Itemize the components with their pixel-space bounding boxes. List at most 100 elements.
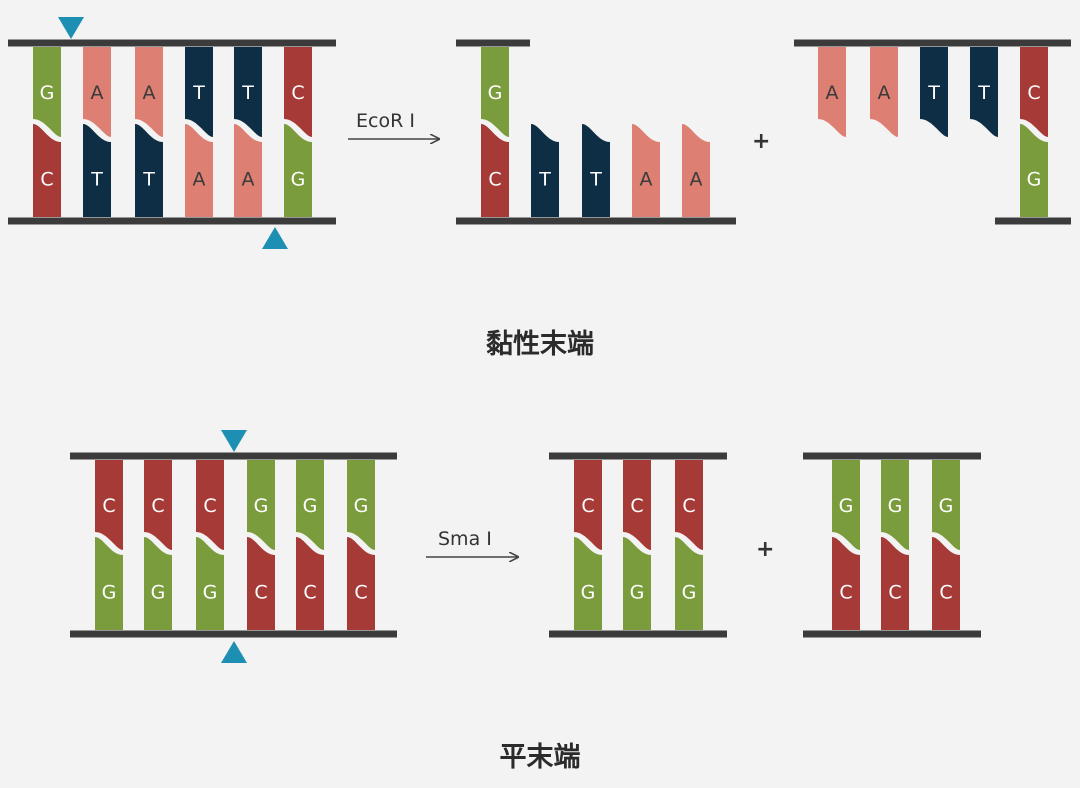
base-letter: C xyxy=(1027,82,1040,104)
base-letter: C xyxy=(354,582,367,604)
ecori-enzyme-label: EcoR Ⅰ xyxy=(356,110,415,132)
base-letter: G xyxy=(354,495,369,517)
base-letter: G xyxy=(151,582,166,604)
sticky-bottom-backbone xyxy=(8,217,336,225)
blunt-bottom-base: C xyxy=(347,537,375,630)
blunt-top-base: G xyxy=(247,460,275,550)
base-block xyxy=(284,47,312,137)
blunt-right-fragment-bottom-base: C xyxy=(932,537,960,630)
blunt-top-base: G xyxy=(296,460,324,550)
base-letter: C xyxy=(682,495,695,517)
base-block xyxy=(1020,124,1048,217)
sticky-bottom-base: A xyxy=(185,124,213,217)
base-letter: G xyxy=(203,582,218,604)
backbones-layer xyxy=(8,39,1071,638)
sticky-left-fragment-top-backbone xyxy=(456,39,530,47)
sticky-right-fragment-top-backbone xyxy=(794,39,1071,47)
base-letter: C xyxy=(630,495,643,517)
base-letter: G xyxy=(254,495,269,517)
base-letter: T xyxy=(589,169,602,191)
base-block xyxy=(881,537,909,630)
base-letter: C xyxy=(254,582,267,604)
sticky-bottom-base: A xyxy=(234,124,262,217)
base-letter: C xyxy=(151,495,164,517)
base-block xyxy=(675,537,703,630)
sticky-top-base: G xyxy=(33,47,61,137)
blunt-top-base: C xyxy=(144,460,172,550)
blunt-right-fragment-bottom-base: C xyxy=(881,537,909,630)
blunt-left-fragment-bottom-base: G xyxy=(574,537,602,630)
sticky-left-fragment-bottom-base: T xyxy=(582,124,610,217)
base-block xyxy=(144,537,172,630)
base-block xyxy=(920,47,948,137)
base-letter: G xyxy=(581,582,596,604)
sticky-top-base: A xyxy=(83,47,111,137)
sticky-right-fragment-top-base: T xyxy=(920,47,948,137)
sticky-bottom-base: C xyxy=(33,124,61,217)
base-letter: G xyxy=(939,495,954,517)
base-letter: T xyxy=(927,82,940,104)
base-block xyxy=(185,47,213,137)
blunt-left-fragment-bottom-base: G xyxy=(623,537,651,630)
base-block xyxy=(296,537,324,630)
base-letter: T xyxy=(192,82,205,104)
base-block xyxy=(83,47,111,137)
base-letter: C xyxy=(203,495,216,517)
blunt-plus-sign: + xyxy=(756,537,774,562)
sticky-bottom-base: G xyxy=(284,124,312,217)
blunt-bottom-base: G xyxy=(196,537,224,630)
blunt-top-backbone xyxy=(70,452,397,460)
sticky-right-fragment-top-base: T xyxy=(970,47,998,137)
blunt-bottom-base: C xyxy=(247,537,275,630)
base-letter: C xyxy=(102,495,115,517)
blunt-bottom-base: C xyxy=(296,537,324,630)
smai-bottom-cut-marker xyxy=(221,641,247,663)
base-block xyxy=(347,460,375,550)
base-letter: G xyxy=(40,82,55,104)
sticky-top-base: T xyxy=(234,47,262,137)
base-block xyxy=(234,124,262,217)
base-letter: A xyxy=(826,82,839,104)
sticky-left-fragment-bottom-backbone xyxy=(456,217,736,225)
base-letter: G xyxy=(839,495,854,517)
base-block xyxy=(881,460,909,550)
blunt-end-caption: 平末端 xyxy=(499,742,581,773)
base-block xyxy=(574,537,602,630)
base-letter: G xyxy=(488,82,503,104)
base-letter: A xyxy=(640,169,653,191)
base-block xyxy=(832,460,860,550)
blunt-left-fragment-top-base: C xyxy=(623,460,651,550)
blunt-right-fragment-bottom-backbone xyxy=(803,630,981,638)
blunt-left-fragment-top-backbone xyxy=(549,452,727,460)
sticky-bottom-base: T xyxy=(135,124,163,217)
base-letter: A xyxy=(690,169,703,191)
base-letter: T xyxy=(142,169,155,191)
base-block xyxy=(135,124,163,217)
sticky-top-base: C xyxy=(284,47,312,137)
base-block xyxy=(247,537,275,630)
base-block xyxy=(185,124,213,217)
base-block xyxy=(33,47,61,137)
base-block xyxy=(296,460,324,550)
base-block xyxy=(675,460,703,550)
sticky-right-fragment-bottom-base: G xyxy=(1020,124,1048,217)
base-letter: G xyxy=(682,582,697,604)
base-block xyxy=(582,124,610,217)
sticky-top-base: T xyxy=(185,47,213,137)
base-letter: T xyxy=(977,82,990,104)
blunt-left-fragment-bottom-backbone xyxy=(549,630,727,638)
base-block xyxy=(970,47,998,137)
base-letter: C xyxy=(291,82,304,104)
sticky-right-fragment-top-base: A xyxy=(818,47,846,137)
base-letter: A xyxy=(193,169,206,191)
base-block xyxy=(234,47,262,137)
base-letter: G xyxy=(102,582,117,604)
base-letter: G xyxy=(630,582,645,604)
base-block xyxy=(531,124,559,217)
smai-top-cut-marker xyxy=(221,430,247,452)
sticky-left-fragment-bottom-base: T xyxy=(531,124,559,217)
base-block xyxy=(574,460,602,550)
blunt-top-base: C xyxy=(196,460,224,550)
base-block xyxy=(284,124,312,217)
